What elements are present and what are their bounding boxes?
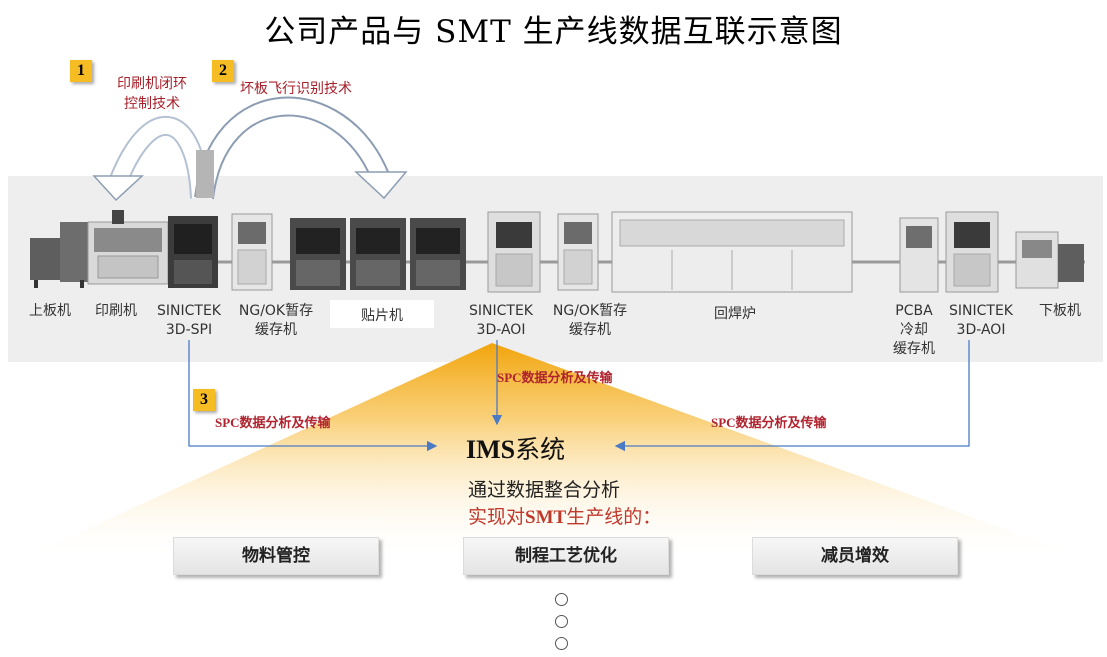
ellipsis-dot (555, 637, 568, 650)
label-loader: 上板机 (29, 303, 71, 319)
label-spi: SINICTEK 3D-SPI (157, 303, 221, 338)
mounter-label-bg (330, 300, 434, 328)
staff-efficiency-box: 减员增效 (752, 537, 958, 575)
badge-3: 3 (193, 389, 215, 411)
spc-label-right: SPC数据分析及传输 (711, 415, 827, 430)
mounter-machines (290, 218, 466, 290)
ellipsis-dot (555, 615, 568, 628)
badge-1: 1 (70, 60, 92, 82)
material-control-box: 物料管控 (173, 537, 379, 575)
page-title: 公司产品与 SMT 生产线数据互联示意图 (264, 14, 843, 50)
label-reflow: 回焊炉 (714, 306, 756, 322)
spc-label-left: SPC数据分析及传输 (215, 415, 331, 430)
label-aoi2: SINICTEK 3D-AOI (949, 303, 1013, 338)
closed-loop-label: 印刷机闭环 控制技术 (117, 76, 187, 112)
ims-title: IMS系统 (466, 430, 565, 466)
aoi2-machine (945, 211, 999, 293)
badge-2: 2 (212, 60, 234, 82)
ims-title-cjk: 系统 (515, 435, 566, 464)
process-optimization-box: 制程工艺优化 (463, 537, 669, 575)
loader-machine (30, 222, 88, 288)
ims-line1: 通过数据整合分析 (468, 479, 621, 501)
buffer2-machine (557, 213, 599, 291)
label-cooling: PCBA 冷却 缓存机 (893, 303, 935, 357)
cooling-machine (899, 217, 939, 293)
reflow-machine (611, 211, 853, 293)
ims-line2: 实现对SMT生产线的： (468, 506, 662, 528)
label-printer: 印刷机 (95, 303, 137, 319)
ims-title-latin: IMS (466, 435, 516, 464)
label-unloader: 下板机 (1039, 303, 1081, 319)
spc-label-center: SPC数据分析及传输 (497, 370, 613, 385)
buffer1-machine (231, 213, 273, 291)
aoi1-machine (487, 211, 541, 293)
label-buffer2: NG/OK暂存 缓存机 (552, 303, 628, 338)
spi-machine (168, 216, 218, 288)
unloader-machine (1015, 231, 1084, 289)
label-buffer1: NG/OK暂存 缓存机 (238, 303, 314, 338)
label-mounter: 贴片机 (361, 308, 403, 324)
aoi2-flow-line (614, 340, 970, 452)
ellipsis-dot (555, 593, 568, 606)
label-aoi1: SINICTEK 3D-AOI (469, 303, 533, 338)
bad-board-label: 坏板飞行识别技术 (240, 81, 352, 97)
spi-flow-line (188, 340, 438, 452)
